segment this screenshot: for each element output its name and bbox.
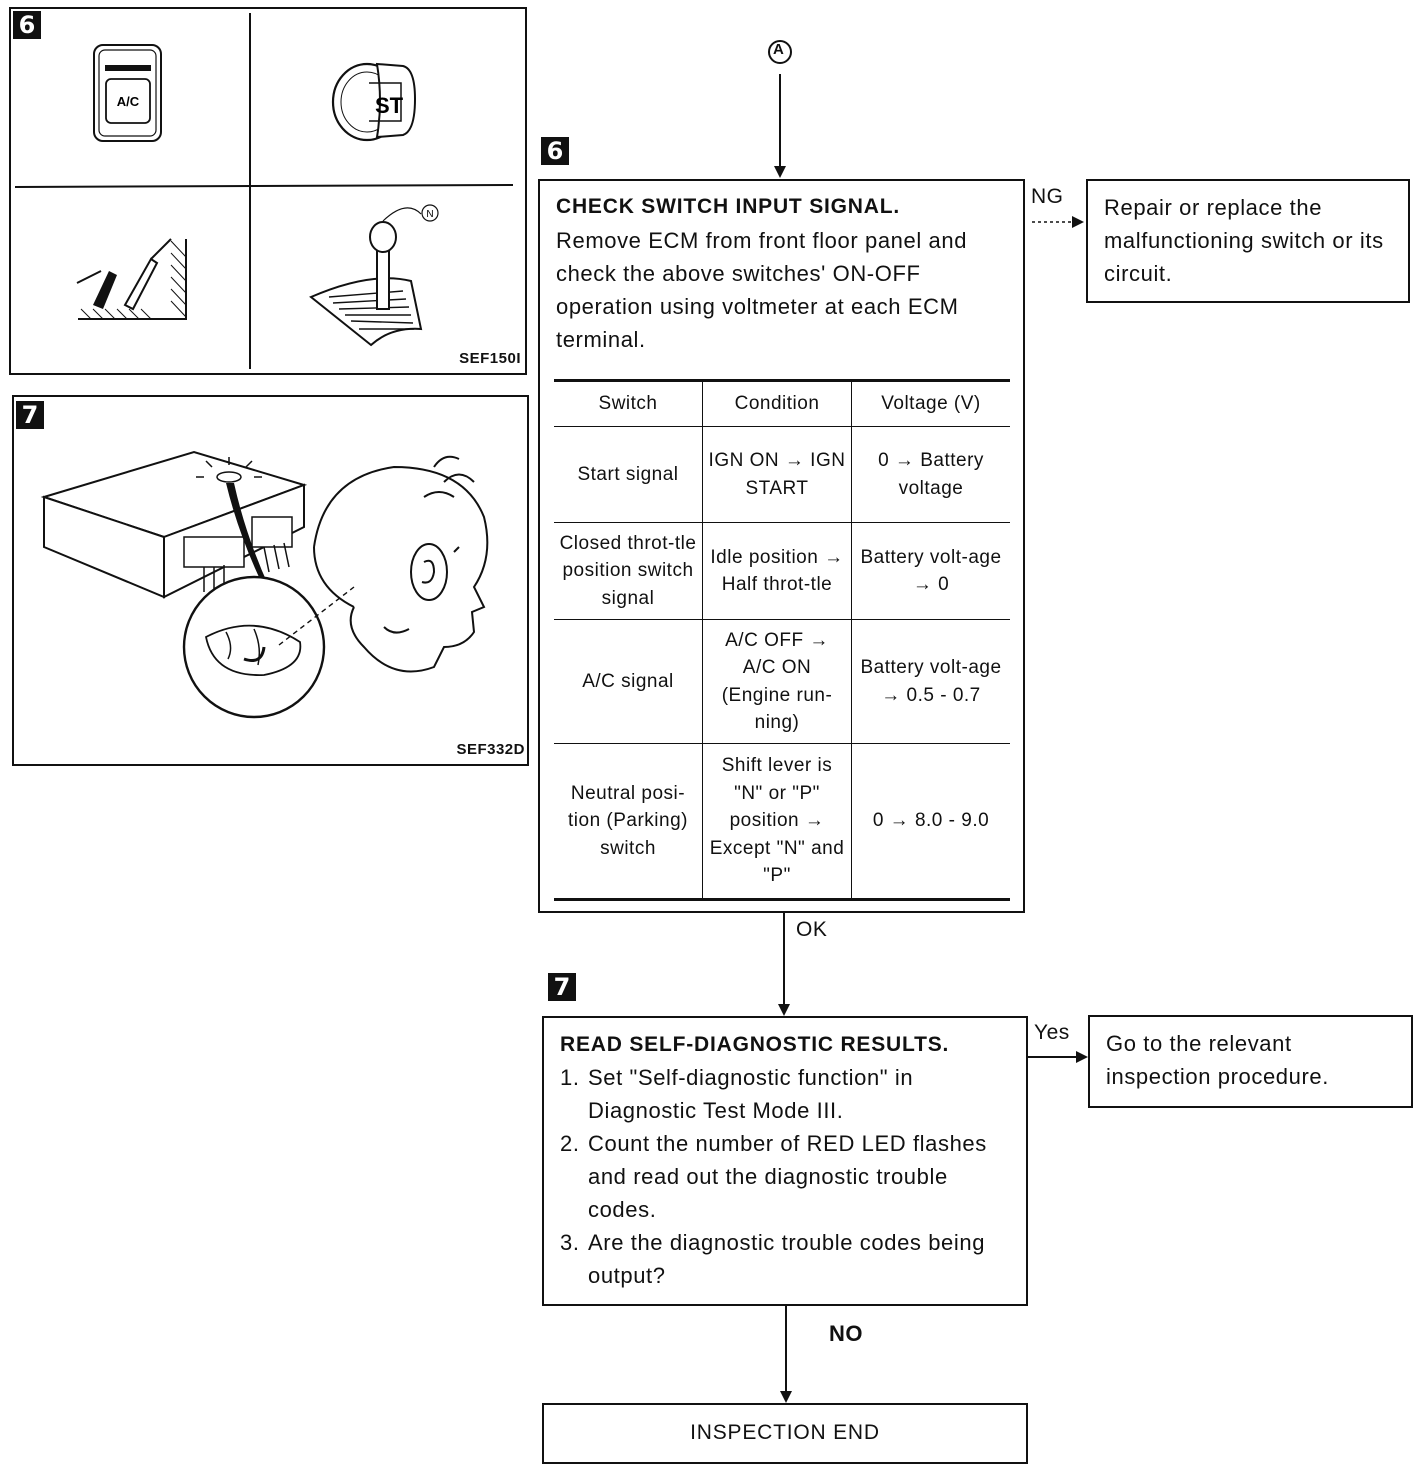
figure-7-panel: 7 bbox=[12, 395, 529, 766]
connector-a-label: A bbox=[773, 41, 785, 58]
step-7-title: READ SELF-DIAGNOSTIC RESULTS. bbox=[560, 1033, 950, 1056]
table-cell: A/C OFF → A/C ON (Engine run-ning) bbox=[702, 619, 852, 744]
list-item: 2. Count the number of RED LED flashes an… bbox=[560, 1127, 1000, 1226]
ecm-unit-icon bbox=[40, 450, 308, 599]
figure-7-code: SEF332D bbox=[456, 741, 525, 758]
step-6-badge: 6 bbox=[541, 137, 569, 165]
table-row: Closed throt-tle position switch signal … bbox=[554, 522, 1010, 620]
step-6-box: CHECK SWITCH INPUT SIGNAL. Remove ECM fr… bbox=[538, 179, 1025, 913]
ignition-key-icon: ST bbox=[331, 62, 417, 142]
magnified-led-icon bbox=[182, 575, 355, 719]
ng-result-text: Repair or replace the malfunctioning swi… bbox=[1104, 195, 1384, 286]
figure-6-illustration: A/C ST bbox=[14, 13, 514, 369]
list-item-number: 2. bbox=[560, 1131, 580, 1156]
shift-n-label: N bbox=[426, 209, 433, 220]
pedals-icon bbox=[76, 238, 187, 320]
table-row: Start signal IGN ON → IGN START 0 → Batt… bbox=[554, 426, 1010, 523]
table-cell: Battery volt-age → 0 bbox=[851, 522, 1010, 620]
step-7-badge: 7 bbox=[548, 973, 576, 1001]
technician-face-icon bbox=[313, 455, 489, 673]
ac-switch-label: A/C bbox=[117, 94, 140, 109]
led-icon bbox=[196, 457, 262, 483]
step-7-box: READ SELF-DIAGNOSTIC RESULTS. 1. Set "Sel… bbox=[542, 1016, 1028, 1306]
list-item: 1. Set "Self-diagnostic function" in Diag… bbox=[560, 1061, 1000, 1127]
table-cell: Start signal bbox=[554, 426, 703, 523]
table-header-condition: Condition bbox=[702, 379, 852, 427]
list-item-text: Count the number of RED LED flashes and … bbox=[588, 1131, 987, 1222]
figure-7-badge: 7 bbox=[16, 401, 44, 429]
figure-6-code: SEF150I bbox=[459, 350, 521, 367]
table-cell: Idle position → Half throt-tle bbox=[702, 522, 852, 620]
table-cell: A/C signal bbox=[554, 619, 703, 744]
list-item-number: 3. bbox=[560, 1230, 580, 1255]
table-cell: IGN ON → IGN START bbox=[702, 426, 852, 523]
figure-6-badge: 6 bbox=[13, 11, 41, 39]
table-row: Neutral posi-tion (Parking) switch Shift… bbox=[554, 743, 1010, 901]
table-cell: Neutral posi-tion (Parking) switch bbox=[554, 743, 703, 901]
yes-label: Yes bbox=[1034, 1021, 1070, 1044]
figure-7-illustration bbox=[40, 450, 489, 719]
table-header-switch: Switch bbox=[554, 379, 703, 427]
list-item-text: Are the diagnostic trouble codes being o… bbox=[588, 1230, 986, 1288]
inspection-end-box: INSPECTION END bbox=[542, 1403, 1028, 1464]
table-cell: Shift lever is "N" or "P" position → Exc… bbox=[702, 743, 852, 901]
inspection-end-label: INSPECTION END bbox=[690, 1421, 880, 1444]
table-cell: 0 → 8.0 - 9.0 bbox=[851, 743, 1010, 901]
switch-table: Switch Condition Voltage (V) Start signa… bbox=[554, 379, 1010, 901]
ok-label: OK bbox=[796, 918, 828, 941]
no-label: NO bbox=[829, 1321, 863, 1346]
yes-result-box: Go to the relevant inspection procedure. bbox=[1088, 1015, 1413, 1108]
list-item-number: 1. bbox=[560, 1065, 580, 1090]
list-item-text: Set "Self-diagnostic function" in Diagno… bbox=[588, 1065, 914, 1123]
shift-lever-icon: N bbox=[309, 204, 439, 347]
ignition-key-label: ST bbox=[375, 93, 404, 118]
step-7-list: 1. Set "Self-diagnostic function" in Diag… bbox=[560, 1061, 1000, 1292]
yes-result-text: Go to the relevant inspection procedure. bbox=[1106, 1031, 1329, 1089]
table-row: A/C signal A/C OFF → A/C ON (Engine run-… bbox=[554, 619, 1010, 744]
arrow-icon bbox=[226, 483, 280, 612]
figure-6-panel: 6 A/C ST bbox=[9, 7, 527, 375]
table-header-voltage: Voltage (V) bbox=[851, 379, 1010, 427]
table-cell: Closed throt-tle position switch signal bbox=[554, 522, 703, 620]
list-item: 3. Are the diagnostic trouble codes being… bbox=[560, 1226, 1000, 1292]
step-6-title: CHECK SWITCH INPUT SIGNAL. bbox=[556, 195, 900, 218]
ng-result-box: Repair or replace the malfunctioning swi… bbox=[1086, 179, 1410, 303]
ng-label: NG bbox=[1031, 185, 1064, 208]
ac-switch-icon: A/C bbox=[93, 44, 162, 142]
table-cell: 0 → Battery voltage bbox=[851, 426, 1010, 523]
step-6-body: Remove ECM from front floor panel and ch… bbox=[556, 228, 968, 352]
table-cell: Battery volt-age → 0.5 - 0.7 bbox=[851, 619, 1010, 744]
